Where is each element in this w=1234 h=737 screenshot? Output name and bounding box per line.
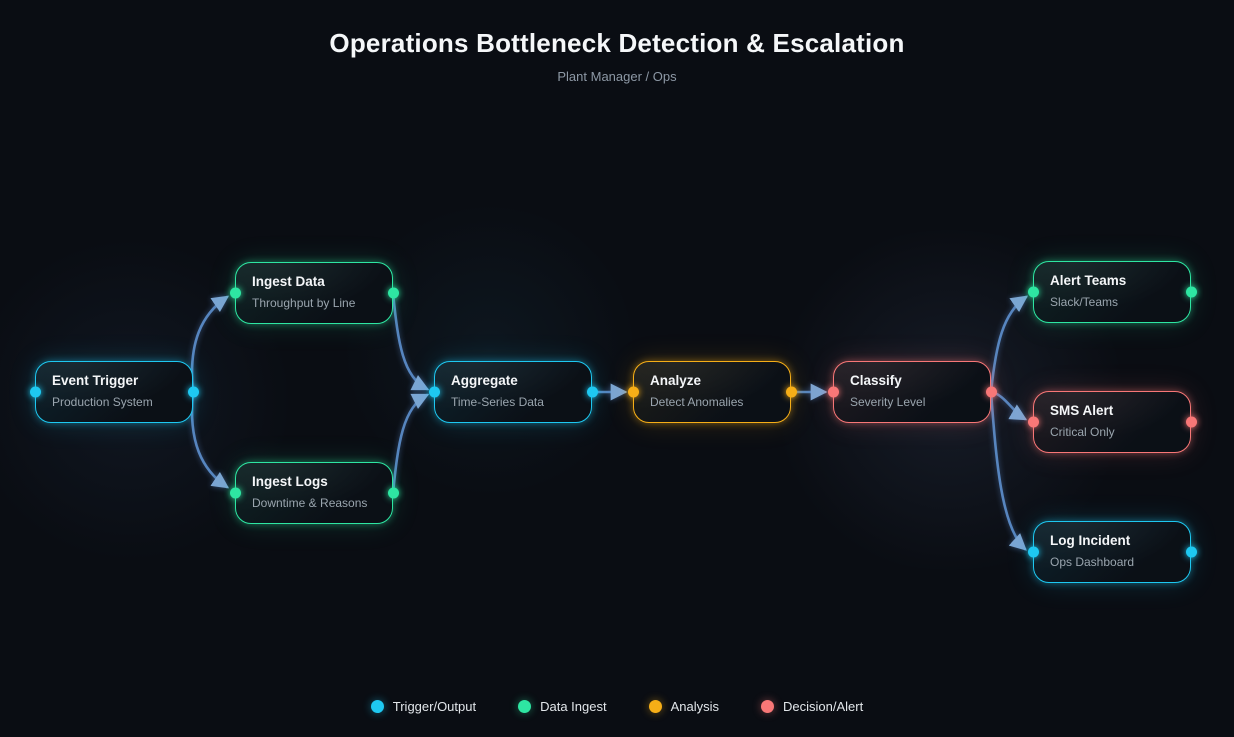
node-subtitle: Time-Series Data: [451, 394, 544, 409]
input-handle[interactable]: [229, 287, 241, 299]
legend-item-trigger-output: Trigger/Output: [370, 699, 477, 714]
node-alert-teams[interactable]: Alert Teams Slack/Teams: [1027, 261, 1197, 323]
legend-label: Data Ingest: [540, 699, 607, 714]
node-title: Aggregate: [451, 373, 518, 388]
page-subtitle: Plant Manager / Ops: [557, 69, 677, 84]
legend-item-data-ingest: Data Ingest: [518, 699, 607, 714]
node-subtitle: Downtime & Reasons: [252, 495, 368, 510]
output-handle[interactable]: [785, 386, 797, 398]
output-handle[interactable]: [586, 386, 598, 398]
output-handle[interactable]: [187, 386, 199, 398]
edge-classify-to-log-incident[interactable]: [989, 390, 1027, 551]
analysis-dot-icon: [648, 700, 662, 713]
input-handle[interactable]: [827, 386, 839, 398]
output-handle[interactable]: [1185, 416, 1197, 428]
output-handle[interactable]: [387, 287, 399, 299]
output-handle[interactable]: [1185, 286, 1197, 298]
output-handle[interactable]: [985, 386, 997, 398]
node-ingest-logs[interactable]: Ingest Logs Downtime & Reasons: [229, 462, 399, 524]
input-handle[interactable]: [1027, 286, 1039, 298]
node-ingest-data[interactable]: Ingest Data Throughput by Line: [229, 262, 399, 324]
node-subtitle: Ops Dashboard: [1050, 554, 1135, 569]
node-analyze[interactable]: Analyze Detect Anomalies: [627, 361, 797, 423]
node-sms-alert[interactable]: SMS Alert Critical Only: [1027, 391, 1197, 453]
node-log-incident[interactable]: Log Incident Ops Dashboard: [1027, 521, 1197, 583]
node-title: SMS Alert: [1050, 403, 1114, 418]
edge-ingest-data-to-aggregate[interactable]: [391, 291, 430, 391]
decision-alert-dot-icon: [761, 700, 775, 713]
node-subtitle: Severity Level: [850, 394, 926, 409]
header: Operations Bottleneck Detection & Escala…: [0, 0, 1234, 84]
legend: Trigger/Output Data Ingest Analysis Deci…: [0, 699, 1234, 714]
page-title: Operations Bottleneck Detection & Escala…: [329, 28, 905, 58]
trigger-output-dot-icon: [370, 700, 384, 713]
data-ingest-dot-icon: [518, 700, 532, 713]
edge-event-trigger-to-ingest-logs[interactable]: [190, 390, 230, 489]
legend-item-decision-alert: Decision/Alert: [761, 699, 863, 714]
node-subtitle: Production System: [52, 394, 153, 409]
node-title: Classify: [850, 373, 902, 388]
background-glow: [320, 200, 660, 500]
input-handle[interactable]: [627, 386, 639, 398]
node-title: Ingest Data: [252, 274, 325, 289]
edge-ingest-logs-to-aggregate[interactable]: [391, 393, 430, 495]
legend-label: Analysis: [670, 699, 720, 714]
legend-label: Trigger/Output: [392, 699, 477, 714]
input-handle[interactable]: [1027, 416, 1039, 428]
node-subtitle: Critical Only: [1050, 424, 1115, 439]
input-handle[interactable]: [1027, 546, 1039, 558]
node-title: Analyze: [650, 373, 702, 388]
node-subtitle: Slack/Teams: [1050, 294, 1119, 309]
node-event-trigger[interactable]: Event Trigger Production System: [29, 361, 199, 423]
edge-classify-to-alert-teams[interactable]: [989, 295, 1029, 394]
node-subtitle: Detect Anomalies: [650, 394, 744, 409]
output-handle[interactable]: [387, 487, 399, 499]
output-handle[interactable]: [1185, 546, 1197, 558]
edge-event-trigger-to-ingest-data[interactable]: [190, 295, 230, 394]
legend-label: Decision/Alert: [783, 699, 864, 714]
node-subtitle: Throughput by Line: [252, 295, 356, 310]
edge-classify-to-sms-alert[interactable]: [989, 390, 1028, 421]
node-title: Event Trigger: [52, 373, 139, 388]
input-handle[interactable]: [229, 487, 241, 499]
input-handle[interactable]: [29, 386, 41, 398]
legend-item-analysis: Analysis: [648, 699, 720, 714]
node-aggregate[interactable]: Aggregate Time-Series Data: [428, 361, 598, 423]
node-title: Log Incident: [1050, 533, 1131, 548]
input-handle[interactable]: [428, 386, 440, 398]
node-title: Ingest Logs: [252, 474, 328, 489]
node-classify[interactable]: Classify Severity Level: [827, 361, 997, 423]
node-title: Alert Teams: [1050, 273, 1127, 288]
